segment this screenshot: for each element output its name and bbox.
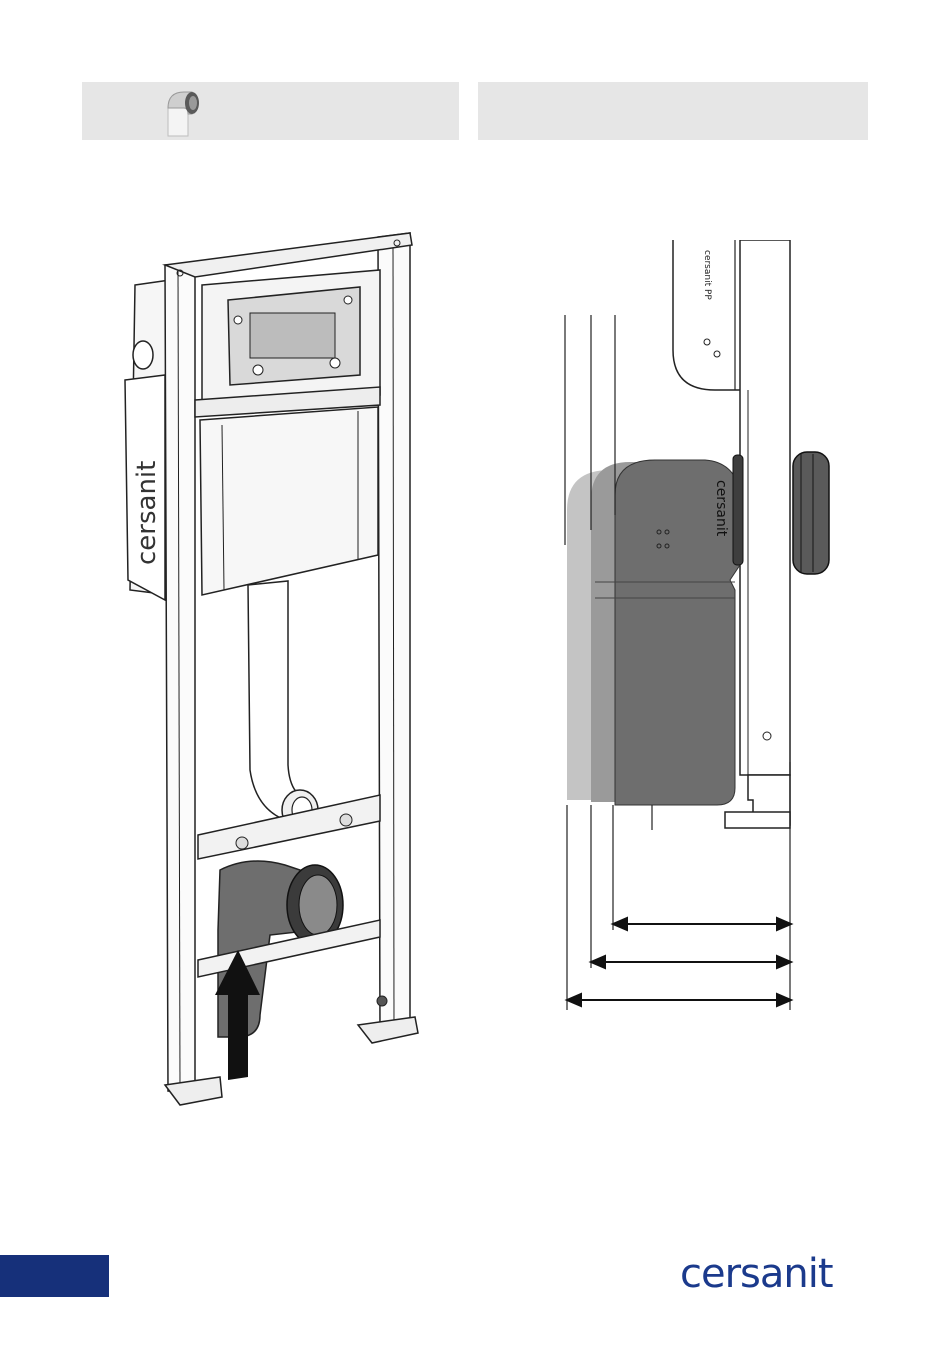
header-box-left — [82, 82, 459, 140]
header-box-right — [478, 82, 868, 140]
frame-foot-right — [358, 1017, 418, 1043]
overflow-hole — [133, 341, 153, 369]
inner-seal — [733, 455, 743, 565]
page-number-tab — [0, 1255, 109, 1297]
installation-frame-illustration: cersanit — [110, 225, 440, 1115]
dimension-arrow-icon — [567, 918, 791, 1006]
outer-seal — [793, 452, 829, 574]
cistern-label: cersanit PP — [702, 250, 712, 300]
brand-logo: cersanit — [680, 1254, 833, 1294]
flush-downpipe — [248, 581, 315, 825]
frame-brand-text: cersanit — [132, 461, 162, 565]
elbow-label: cersanit — [713, 480, 729, 537]
elbow-pipe-icon — [162, 86, 202, 138]
side-section-illustration: cersanit PP cersanit — [555, 240, 845, 1020]
cistern-front — [200, 407, 378, 595]
